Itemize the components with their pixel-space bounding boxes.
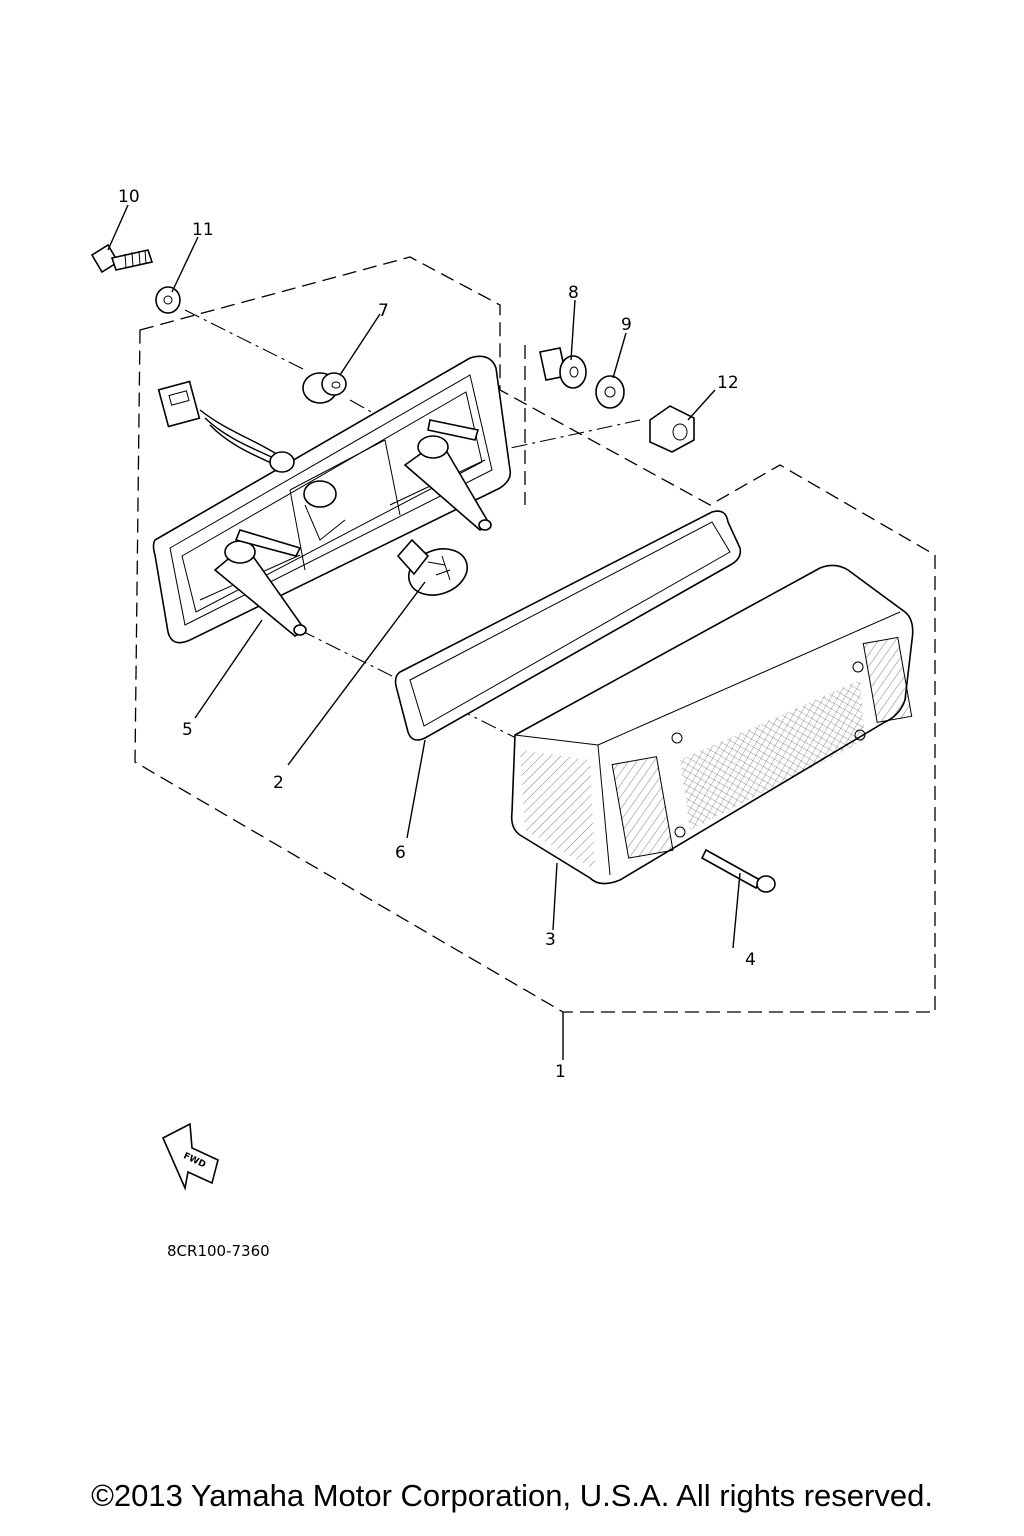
callout-10: 10: [118, 187, 140, 207]
forward-direction-arrow: FWD: [161, 1122, 219, 1191]
collar: [539, 347, 587, 389]
callout-2: 2: [273, 773, 284, 793]
gasket: [394, 510, 742, 741]
callout-7: 7: [378, 301, 389, 321]
washer-right: [595, 375, 625, 409]
grommet: [302, 372, 347, 404]
callout-9: 9: [621, 315, 632, 335]
centerline-bolt: [184, 309, 306, 371]
callout-3: 3: [545, 930, 556, 950]
assembly-boundary-dashed: [134, 256, 936, 1013]
centerline-bolt-inner: [349, 399, 431, 446]
nut: [649, 405, 695, 453]
callout-11: 11: [192, 220, 214, 240]
callout-8: 8: [568, 283, 579, 303]
diagram-code: 8CR100-7360: [167, 1242, 270, 1260]
callout-12: 12: [717, 373, 739, 393]
washer-left: [155, 286, 181, 314]
callout-5: 5: [182, 720, 193, 740]
lens-screw: [700, 848, 776, 893]
callout-1: 1: [555, 1062, 566, 1082]
copyright-notice: ©2013 Yamaha Motor Corporation, U.S.A. A…: [91, 1478, 933, 1513]
bolt: [90, 243, 154, 274]
leader-lines: [107, 204, 741, 1060]
light-housing: [152, 355, 512, 644]
callout-6: 6: [395, 843, 406, 863]
bulb: [396, 538, 468, 596]
callout-4: 4: [745, 950, 756, 970]
lens: [510, 564, 914, 885]
